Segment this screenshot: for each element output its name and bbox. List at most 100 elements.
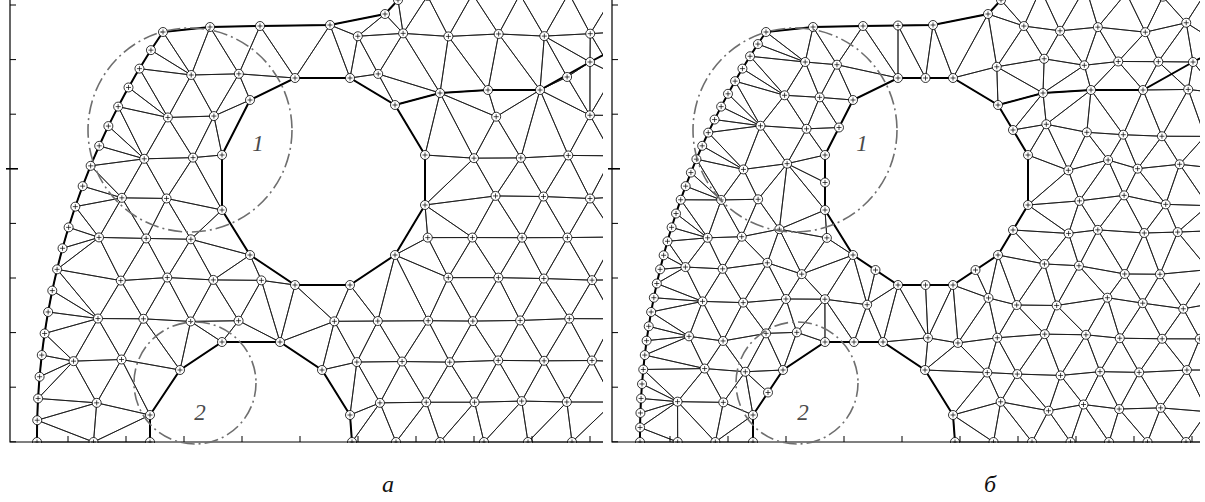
mesh-element — [787, 129, 825, 164]
marker-ring — [587, 356, 596, 365]
marker-ring — [33, 416, 42, 425]
mesh-element — [380, 402, 426, 442]
callout-number: 1 — [856, 132, 868, 155]
mesh-node-marker — [1157, 132, 1166, 141]
marker-ring — [135, 64, 144, 73]
mesh-element — [97, 360, 150, 415]
mesh-node-marker — [894, 21, 903, 30]
mesh-node-marker — [894, 281, 903, 290]
mesh-node-marker — [764, 388, 773, 397]
mesh-node-marker — [832, 60, 841, 69]
marker-cross — [1159, 134, 1164, 139]
marker-ring — [659, 251, 668, 260]
marker-ring — [859, 22, 868, 31]
marker-ring — [491, 191, 500, 200]
mesh-element — [426, 362, 474, 402]
marker-ring — [652, 279, 661, 288]
mesh-element — [997, 59, 1044, 93]
marker-ring — [381, 10, 390, 19]
marker-cross — [588, 31, 593, 36]
mesh-node-marker — [673, 397, 682, 406]
mesh-node-marker — [234, 316, 243, 325]
marker-cross — [178, 368, 183, 373]
marker-cross — [426, 318, 431, 323]
mesh-node-marker — [781, 294, 790, 303]
axis-tick — [68, 436, 69, 442]
mesh-node-marker — [375, 398, 384, 407]
marker-ring — [163, 273, 172, 282]
marker-cross — [1083, 332, 1088, 337]
axis-tick — [6, 168, 18, 170]
marker-cross — [1081, 402, 1086, 407]
mesh-element — [743, 164, 787, 200]
marker-cross — [881, 340, 886, 345]
mesh-element — [1183, 270, 1200, 309]
marker-cross — [1058, 28, 1063, 33]
marker-cross — [446, 275, 451, 280]
marker-cross — [375, 319, 380, 324]
mesh-element — [191, 321, 239, 342]
mesh-element — [997, 26, 1044, 67]
mesh-element — [1083, 405, 1119, 442]
mesh-node-marker — [636, 408, 645, 417]
marker-cross — [211, 277, 216, 282]
mesh-element — [1086, 298, 1120, 338]
mesh-element — [191, 27, 239, 75]
mesh-element — [498, 320, 544, 360]
marker-cross — [393, 103, 398, 108]
mesh-element — [280, 321, 334, 370]
mesh-element — [239, 280, 280, 342]
mesh-node-marker — [749, 411, 758, 420]
mesh-node-marker — [78, 182, 87, 191]
callout-ring — [693, 28, 897, 232]
mesh-node-marker — [849, 251, 858, 260]
marker-cross — [1186, 87, 1191, 92]
mesh-element — [953, 14, 997, 78]
mesh-element — [1162, 89, 1200, 136]
marker-cross — [95, 316, 100, 321]
mesh-panel — [33, 0, 604, 443]
marker-cross — [743, 369, 748, 374]
mesh-node-marker — [731, 77, 740, 86]
mesh-element — [1044, 264, 1078, 306]
marker-ring — [1114, 57, 1123, 66]
callout-circle: 1 — [692, 27, 898, 233]
marker-cross — [851, 253, 856, 258]
marker-ring — [681, 263, 690, 272]
mesh-element — [352, 403, 396, 442]
mesh-node-marker — [746, 52, 755, 61]
marker-cross — [719, 104, 724, 109]
mesh-node-marker — [686, 168, 695, 177]
marker-cross — [348, 283, 353, 288]
mesh-panel — [636, 0, 1201, 443]
mesh-element — [567, 199, 603, 238]
boundary-lines — [37, 0, 603, 442]
mesh-element — [643, 369, 704, 402]
marker-ring — [698, 141, 707, 150]
mesh-element — [396, 402, 440, 442]
marker-cross — [220, 340, 225, 345]
marker-cross — [720, 266, 725, 271]
mesh-node-marker — [209, 275, 218, 284]
marker-ring — [1173, 228, 1182, 237]
mesh-node-marker — [586, 58, 595, 67]
marker-cross — [1021, 24, 1026, 29]
marker-cross — [641, 367, 646, 372]
marker-ring — [1104, 155, 1113, 164]
marker-cross — [236, 71, 241, 76]
marker-ring — [1064, 166, 1073, 175]
mesh-node-marker — [1158, 334, 1167, 343]
mesh-element — [1119, 372, 1161, 409]
mesh-element — [590, 0, 603, 34]
mesh-element — [1145, 23, 1186, 62]
mesh-element — [74, 360, 122, 403]
mesh-element — [1048, 405, 1083, 442]
marker-cross — [1046, 408, 1051, 413]
mesh-node-marker — [346, 74, 355, 83]
marker-ring — [78, 182, 87, 191]
mesh-element — [280, 285, 334, 342]
marker-cross — [73, 204, 78, 209]
marker-ring — [821, 151, 830, 160]
mesh-element — [440, 93, 496, 158]
marker-ring — [710, 115, 719, 124]
